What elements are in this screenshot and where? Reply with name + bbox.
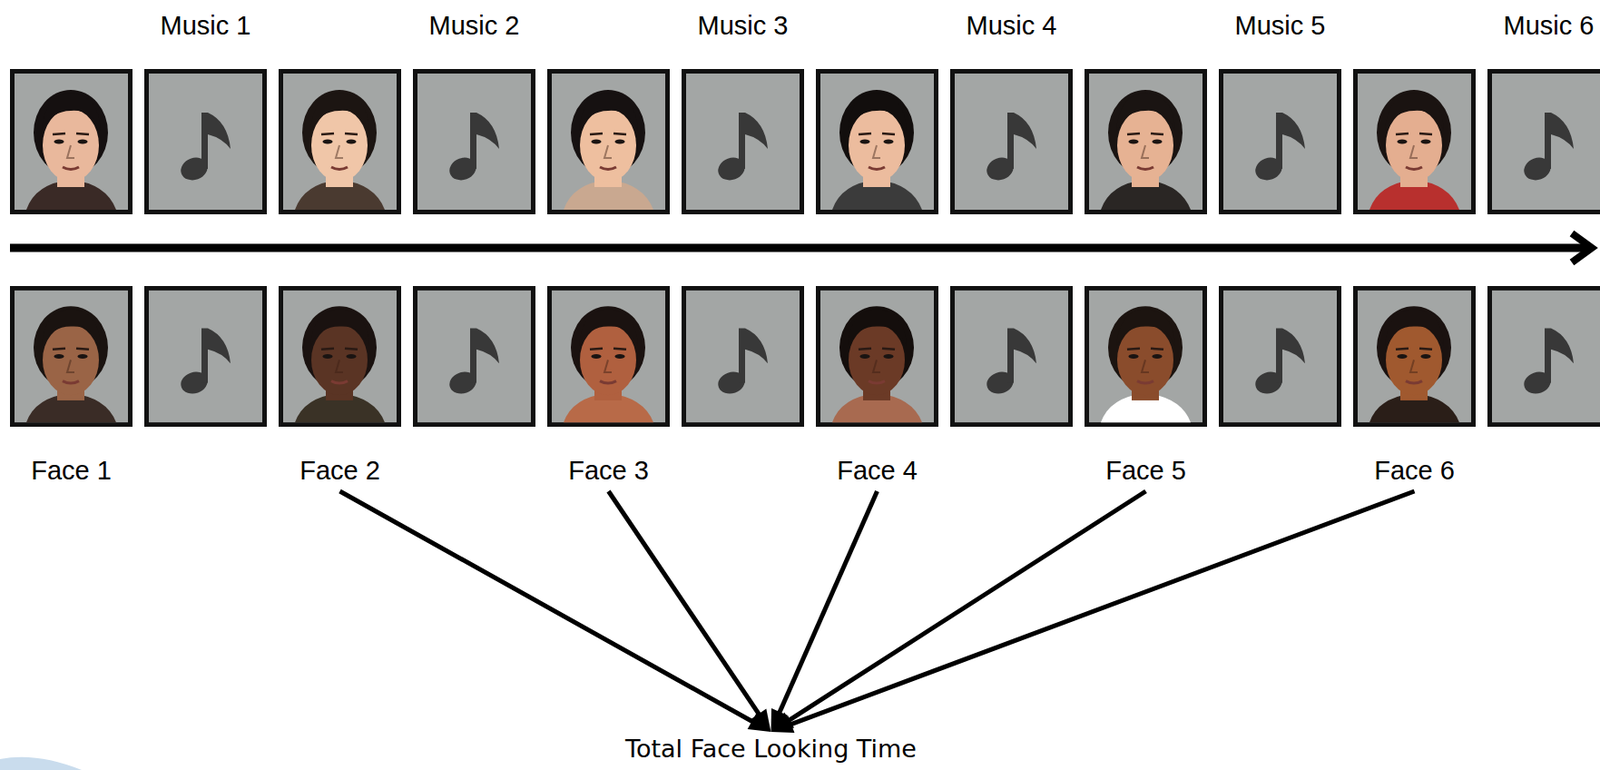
face-label: Face 3	[568, 454, 649, 486]
face-image	[1087, 287, 1206, 424]
timeline-arrow	[9, 244, 1591, 253]
face-node: Face 4	[815, 285, 939, 488]
music-note	[1490, 71, 1600, 213]
music-box	[952, 287, 1071, 424]
face-photo	[1355, 71, 1474, 213]
face-image	[12, 287, 131, 424]
corner-decoration	[0, 756, 82, 770]
face-label: Face 1	[30, 454, 112, 486]
music-node: Music 5	[1218, 7, 1342, 215]
music-node: Music 6	[1487, 7, 1600, 215]
music-box	[412, 68, 536, 215]
face-photo	[1353, 285, 1476, 427]
face-image	[549, 287, 668, 424]
face-image	[281, 287, 400, 424]
music-box	[950, 68, 1073, 215]
face-photo	[815, 285, 939, 427]
connector-line	[340, 490, 757, 724]
face-photo	[1084, 285, 1208, 427]
music-box	[1221, 287, 1340, 424]
connector-arrow	[608, 490, 772, 732]
face-label: Face 2	[299, 454, 381, 486]
music-box	[1218, 68, 1342, 215]
face-label: Face 5	[1105, 454, 1187, 486]
face-photo	[549, 71, 668, 213]
music-label: Music 5	[1235, 9, 1326, 41]
music-box	[681, 68, 805, 215]
arrowhead	[770, 715, 795, 733]
face-photo	[1087, 71, 1206, 213]
music-node: Music 2	[412, 7, 536, 215]
connector-line	[785, 490, 1147, 723]
face-label: Face 4	[836, 454, 918, 486]
face-node: Face 6	[1353, 285, 1476, 488]
music-node: Music 4	[950, 7, 1073, 215]
music-label: Music 6	[1503, 9, 1595, 41]
result-label: Total Face Looking Time	[625, 733, 917, 765]
face-node: Face 1	[9, 285, 133, 488]
face-photo	[818, 71, 937, 213]
connector-line	[777, 490, 878, 717]
music-note	[684, 71, 803, 213]
face-node: Face 3	[547, 285, 670, 488]
music-node: Music 1	[144, 7, 267, 215]
face-photo	[278, 285, 402, 427]
music-box	[144, 68, 267, 215]
result-node: Total Face Looking Time	[625, 733, 917, 765]
connector-arrow	[770, 490, 1414, 733]
music-box	[684, 287, 803, 424]
music-box	[147, 287, 266, 424]
music-box	[1490, 287, 1600, 424]
music-node: Music 3	[681, 7, 805, 215]
face-image	[1355, 287, 1474, 424]
face-node: Face 2	[278, 285, 402, 488]
music-label: Music 1	[160, 9, 252, 41]
connector-line	[608, 490, 763, 718]
arrowhead	[751, 708, 772, 732]
timeline-arrowhead	[1571, 233, 1592, 263]
music-box	[1487, 68, 1600, 215]
music-note	[147, 71, 266, 213]
face-photo	[12, 71, 131, 213]
music-note	[415, 71, 534, 213]
music-label: Music 2	[429, 9, 521, 41]
music-label: Music 3	[697, 9, 789, 41]
face-photo	[547, 285, 670, 427]
face-photo	[9, 285, 133, 427]
face-photo	[281, 71, 400, 213]
music-label: Music 4	[966, 9, 1058, 41]
face-image	[818, 287, 937, 424]
connector-line	[785, 490, 1414, 727]
music-box	[415, 287, 534, 424]
face-label: Face 6	[1374, 454, 1455, 486]
music-note	[1221, 71, 1340, 213]
music-note	[952, 71, 1071, 213]
face-node: Face 5	[1084, 285, 1208, 488]
connector-arrow	[340, 490, 772, 732]
